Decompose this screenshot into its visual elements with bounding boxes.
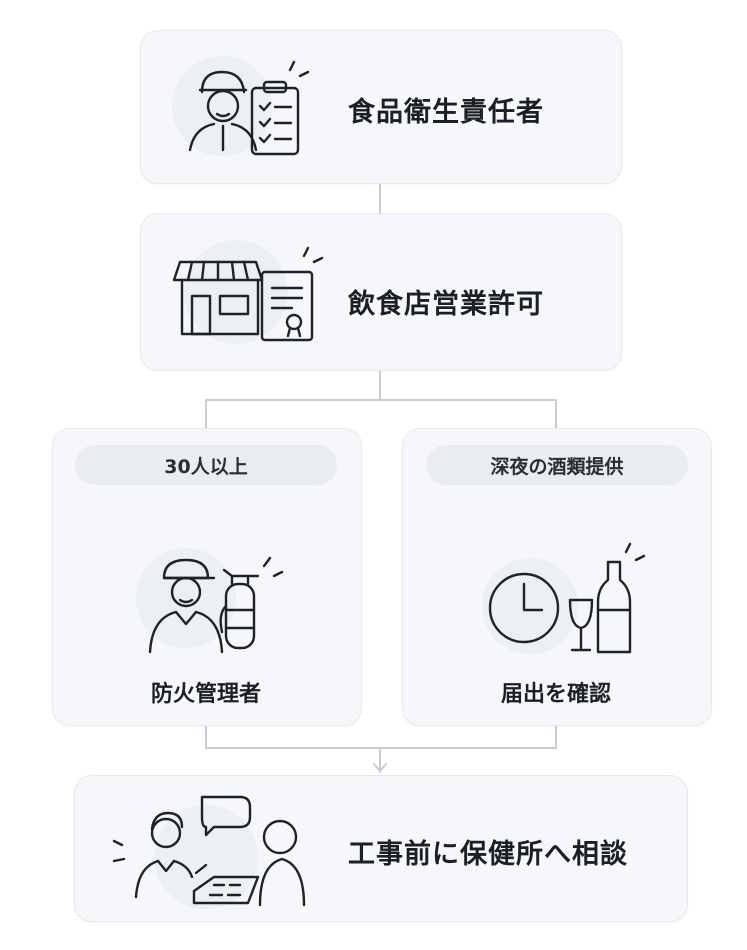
cook-icon xyxy=(188,70,258,152)
branch-right-condition: 深夜の酒類提供 xyxy=(426,445,688,485)
fire-extinguisher-icon xyxy=(219,556,284,650)
firefighter-icon xyxy=(148,558,224,654)
branch-right-result: 届出を確認 xyxy=(500,682,611,707)
consultation-illustration xyxy=(110,785,340,913)
step-consult-label: 工事前に保健所へ相談 xyxy=(348,839,628,870)
clipboard-icon xyxy=(250,60,310,156)
step-food-hygiene-label: 食品衛生責任者 xyxy=(348,97,544,128)
bottle-icon xyxy=(596,542,646,654)
clock-wine-illustration xyxy=(478,540,648,660)
visitor-icon xyxy=(258,819,306,907)
branch-left-condition: 30人以上 xyxy=(75,445,337,485)
speech-bubble-icon xyxy=(200,795,252,837)
clock-icon xyxy=(488,572,560,644)
step-food-hygiene-card xyxy=(140,30,622,184)
firefighter-extinguisher-illustration xyxy=(128,540,288,660)
cook-clipboard-illustration xyxy=(160,50,320,162)
consultant-icon xyxy=(134,811,208,899)
certificate-icon xyxy=(260,246,324,342)
step-restaurant-permit-label: 飲食店営業許可 xyxy=(348,289,544,320)
wine-glass-icon xyxy=(568,598,594,652)
branch-left-result: 防火管理者 xyxy=(150,682,261,707)
store-certificate-illustration xyxy=(170,232,330,352)
document-icon xyxy=(192,875,260,905)
